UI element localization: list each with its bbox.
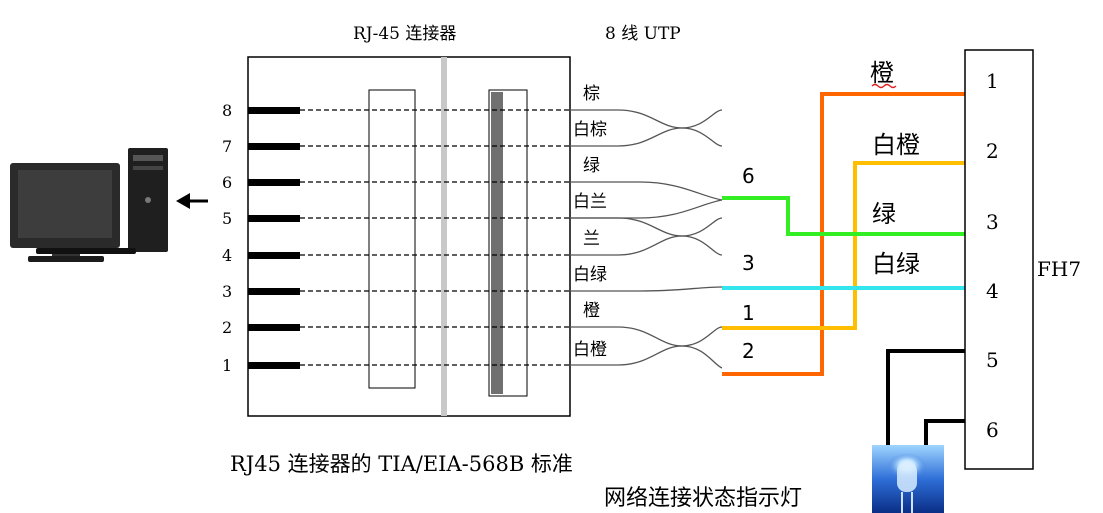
wire-label-white-brown: 白棕 bbox=[573, 120, 607, 140]
color-label-white-orange: 白橙 bbox=[872, 131, 920, 159]
wire-label-white-orange: 白橙 bbox=[573, 340, 607, 360]
color-label-green: 绿 bbox=[872, 200, 896, 228]
spellcheck-underline bbox=[871, 83, 897, 89]
fh7-pin-1: 1 bbox=[986, 69, 999, 93]
indicator-label: 网络连接状态指示灯 bbox=[604, 486, 802, 511]
color-label-white-green: 白绿 bbox=[872, 250, 920, 278]
color-label-orange: 橙 bbox=[870, 59, 894, 87]
fh7-pin-4: 4 bbox=[986, 279, 999, 303]
wire-number-2: 2 bbox=[742, 339, 755, 363]
wire-number-6: 6 bbox=[742, 164, 755, 188]
wire-number-3: 3 bbox=[742, 251, 755, 275]
connector-contact-bar bbox=[491, 92, 503, 394]
wire-label-green: 绿 bbox=[583, 156, 600, 176]
green-wire bbox=[722, 196, 965, 236]
pin-label-6: 6 bbox=[222, 173, 232, 192]
wire-number-1: 1 bbox=[742, 301, 755, 325]
led-icon bbox=[872, 445, 944, 513]
connector-divider bbox=[441, 57, 447, 416]
cable-title: 8 线 UTP bbox=[605, 24, 681, 44]
wire-label-white-blue: 白兰 bbox=[573, 192, 607, 212]
fh7-pin-5: 5 bbox=[986, 348, 999, 372]
computer-icon bbox=[10, 148, 168, 262]
pin-dashed-lines bbox=[300, 109, 570, 366]
connector-inner-left bbox=[368, 89, 416, 389]
pin-contacts bbox=[248, 107, 300, 369]
left-arrow-icon bbox=[176, 193, 208, 209]
fh7-pin-2: 2 bbox=[986, 139, 999, 163]
connector-caption: RJ45 连接器的 TIA/EIA-568B 标准 bbox=[230, 452, 573, 476]
fh7-pin-6: 6 bbox=[986, 418, 999, 442]
colored-wires bbox=[722, 92, 965, 455]
yellow-wire bbox=[722, 161, 965, 330]
led-wire-6 bbox=[924, 419, 965, 455]
pin-label-5: 5 bbox=[222, 209, 232, 228]
pin-label-7: 7 bbox=[222, 137, 232, 156]
fh7-module-name: FH7 bbox=[1037, 257, 1081, 281]
fh7-module bbox=[964, 49, 1034, 470]
pin-label-3: 3 bbox=[222, 282, 232, 301]
pin-label-8: 8 bbox=[222, 101, 232, 120]
wire-label-orange: 橙 bbox=[583, 301, 600, 321]
pin-label-2: 2 bbox=[222, 318, 232, 337]
connector-title: RJ-45 连接器 bbox=[353, 24, 456, 44]
fh7-pin-3: 3 bbox=[986, 210, 999, 234]
wire-label-blue: 兰 bbox=[583, 229, 600, 249]
pin-label-1: 1 bbox=[222, 356, 232, 375]
pin-label-4: 4 bbox=[222, 246, 232, 265]
wire-label-white-green: 白绿 bbox=[573, 265, 607, 285]
led-wire-5 bbox=[886, 349, 965, 455]
twisted-pair-wires bbox=[570, 109, 723, 369]
wire-label-brown: 棕 bbox=[583, 84, 600, 104]
